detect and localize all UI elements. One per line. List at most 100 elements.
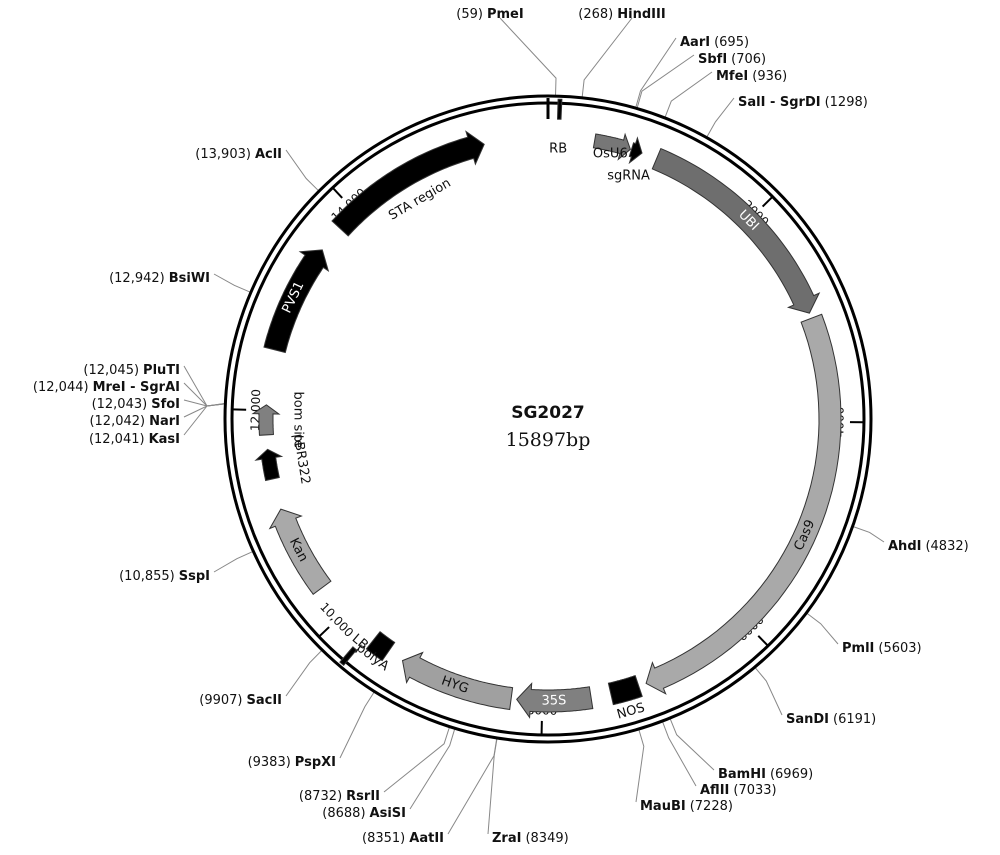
site-leader-aari — [635, 37, 677, 109]
site-leader-aatii — [447, 737, 498, 835]
site-position-kasi: (12,041) — [89, 432, 145, 447]
site-label-rsrii: (8732) RsrII — [299, 787, 380, 804]
site-leader-asisi — [409, 728, 456, 810]
site-label-nari: (12,042) NarI — [89, 412, 180, 429]
site-label-bamhi: BamHI (6969) — [718, 765, 813, 782]
site-name-sali-sgrdi: SalI - SgrDI — [738, 95, 821, 110]
site-leader-hindiii — [581, 17, 633, 98]
site-position-pmei: (59) — [456, 7, 483, 22]
site-label-hindiii: (268) HindIII — [578, 5, 665, 22]
site-name-pluti: PluTI — [143, 363, 180, 378]
feature-bom-site — [251, 404, 281, 436]
feature-label-35s: 35S — [541, 693, 566, 709]
feature-hyg — [401, 651, 514, 711]
site-label-pmei: (59) PmeI — [456, 5, 523, 22]
site-position-bsiwi: (12,942) — [109, 271, 165, 286]
site-name-sspi: SspI — [179, 569, 210, 584]
site-label-mfei: MfeI (936) — [716, 67, 787, 84]
feature-label-rb: RB — [549, 142, 567, 157]
site-name-aatii: AatII — [409, 831, 444, 846]
site-label-sbfi: SbfI (706) — [698, 50, 766, 67]
site-position-sali-sgrdi: (1298) — [825, 95, 868, 110]
site-leader-sandi — [754, 666, 783, 716]
site-leader-maubi — [635, 728, 645, 803]
site-name-zrai: ZraI — [492, 831, 521, 846]
plasmid-name: SG2027 — [511, 403, 585, 423]
restriction-site-labels: (59) PmeI (268) HindIII AarI (695)SbfI (70… — [33, 5, 969, 846]
feature-label-osu6: OsU6 — [593, 147, 628, 162]
feature-lb — [339, 646, 358, 667]
site-name-aari: AarI — [680, 35, 710, 50]
site-position-pmli: (5603) — [878, 641, 921, 656]
site-leader-mfei — [664, 71, 713, 119]
site-position-bamhi: (6969) — [770, 767, 813, 782]
site-leader-pmli — [806, 612, 839, 645]
feature-label-sgrna: sgRNA — [607, 169, 650, 184]
site-position-aflii: (7033) — [733, 783, 776, 798]
site-label-pluti: (12,045) PluTI — [83, 361, 180, 378]
site-label-aatii: (8351) AatII — [362, 829, 444, 846]
feature-rb — [556, 98, 563, 120]
site-name-aflii: AflII — [700, 783, 729, 798]
scale-tick-10-000 — [318, 626, 330, 638]
feature-label-nos: NOS — [615, 700, 646, 722]
site-leader-pmei — [499, 17, 557, 97]
scale-tick-14-000 — [331, 187, 343, 199]
scale-tick-2000 — [761, 195, 774, 208]
site-leader-bamhi — [669, 717, 715, 771]
site-label-acli: (13,903) AclI — [195, 145, 282, 162]
site-label-zrai: ZraI (8349) — [492, 829, 569, 846]
site-label-sfoi: (12,043) SfoI — [92, 395, 180, 412]
site-name-pspxi: PspXI — [295, 755, 336, 770]
site-name-kasi: KasI — [149, 432, 180, 447]
site-position-aari: (695) — [714, 35, 749, 50]
site-leader-aflii — [661, 720, 697, 787]
site-position-aatii: (8351) — [362, 831, 405, 846]
site-leader-kasi — [183, 403, 226, 436]
site-name-nari: NarI — [149, 414, 180, 429]
feature-pbr322 — [254, 448, 284, 482]
site-position-rsrii: (8732) — [299, 789, 342, 804]
site-position-sbfi: (706) — [731, 52, 766, 67]
site-name-mrei-sgrai: MreI - SgrAI — [93, 380, 180, 395]
site-label-sspi: (10,855) SspI — [119, 567, 210, 584]
site-position-asisi: (8688) — [322, 806, 365, 821]
site-label-aflii: AflII (7033) — [700, 781, 777, 798]
site-position-mfei: (936) — [752, 69, 787, 84]
site-position-hindiii: (268) — [578, 7, 613, 22]
site-position-pluti: (12,045) — [83, 363, 139, 378]
site-name-maubi: MauBI — [640, 799, 686, 814]
backbone-outer-ring — [223, 94, 873, 744]
site-name-asisi: AsiSI — [370, 806, 406, 821]
feature-sta-region — [331, 130, 485, 237]
feature-arrows — [251, 98, 842, 719]
site-name-pmei: PmeI — [487, 7, 524, 22]
site-name-ahdi: AhdI — [888, 539, 921, 554]
site-position-pspxi: (9383) — [248, 755, 291, 770]
feature-kan — [268, 508, 332, 596]
site-label-pspxi: (9383) PspXI — [248, 753, 336, 770]
site-name-sfoi: SfoI — [151, 397, 180, 412]
feature-sgrna — [628, 136, 643, 165]
site-label-asisi: (8688) AsiSI — [322, 804, 406, 821]
site-leader-zrai — [487, 737, 498, 835]
site-label-aari: AarI (695) — [680, 33, 749, 50]
site-position-ahdi: (4832) — [925, 539, 968, 554]
site-leader-bsiwi — [213, 273, 252, 293]
scale-tick-6000 — [757, 635, 769, 647]
site-leader-sbfi — [636, 54, 695, 109]
site-name-mfei: MfeI — [716, 69, 748, 84]
site-position-sfoi: (12,043) — [92, 397, 148, 412]
plasmid-size: 15897bp — [506, 429, 591, 451]
site-name-rsrii: RsrII — [346, 789, 380, 804]
site-leader-lines — [183, 17, 885, 835]
site-label-bsiwi: (12,942) BsiWI — [109, 269, 210, 286]
site-label-sandi: SanDI (6191) — [786, 710, 876, 727]
site-leader-pluti — [183, 365, 226, 407]
site-name-bamhi: BamHI — [718, 767, 766, 782]
site-position-sandi: (6191) — [833, 712, 876, 727]
site-position-nari: (12,042) — [89, 414, 145, 429]
site-label-sacii: (9907) SacII — [199, 691, 282, 708]
site-name-sacii: SacII — [246, 693, 282, 708]
